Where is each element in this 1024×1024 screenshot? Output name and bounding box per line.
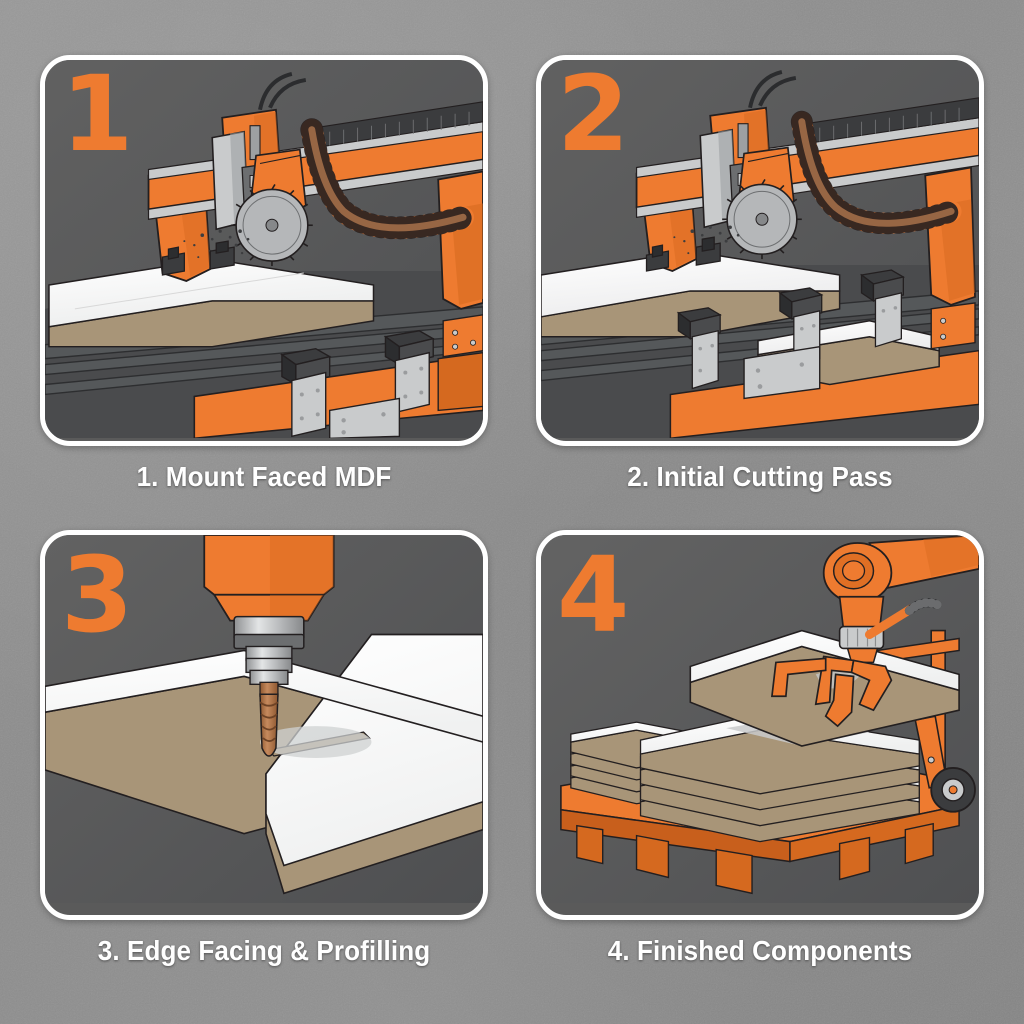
step-number-1: 1: [61, 55, 133, 175]
caption-step-4: 4. Finished Components: [607, 935, 913, 966]
caption-step-2: 2. Initial Cutting Pass: [627, 460, 893, 492]
scene-initial-cutting-pass: [541, 60, 979, 439]
step-number-3: 3: [61, 533, 133, 656]
step-number-4: 4: [557, 533, 629, 656]
scene-mount-faced-mdf: [45, 60, 483, 439]
panel-step-1[interactable]: 1: [40, 55, 488, 446]
step-2: 2 2. Initial Cutting Pass: [536, 55, 984, 508]
step-3: 3 3. Edge Facing & Profilling: [40, 529, 488, 983]
panel-step-3[interactable]: 3: [40, 529, 488, 920]
caption-step-3: 3. Edge Facing & Profilling: [97, 935, 431, 966]
panel-step-2[interactable]: 2: [536, 55, 984, 446]
panel-step-4[interactable]: 4: [536, 529, 984, 920]
step-1: 1 1. Mount Faced MDF: [40, 55, 488, 508]
step-4: 4 4. Finished Components: [536, 529, 984, 983]
caption-step-1: 1. Mount Faced MDF: [136, 460, 392, 492]
step-number-2: 2: [557, 55, 629, 175]
scene-edge-facing-profilling: [45, 534, 483, 903]
scene-finished-components: [541, 534, 979, 903]
